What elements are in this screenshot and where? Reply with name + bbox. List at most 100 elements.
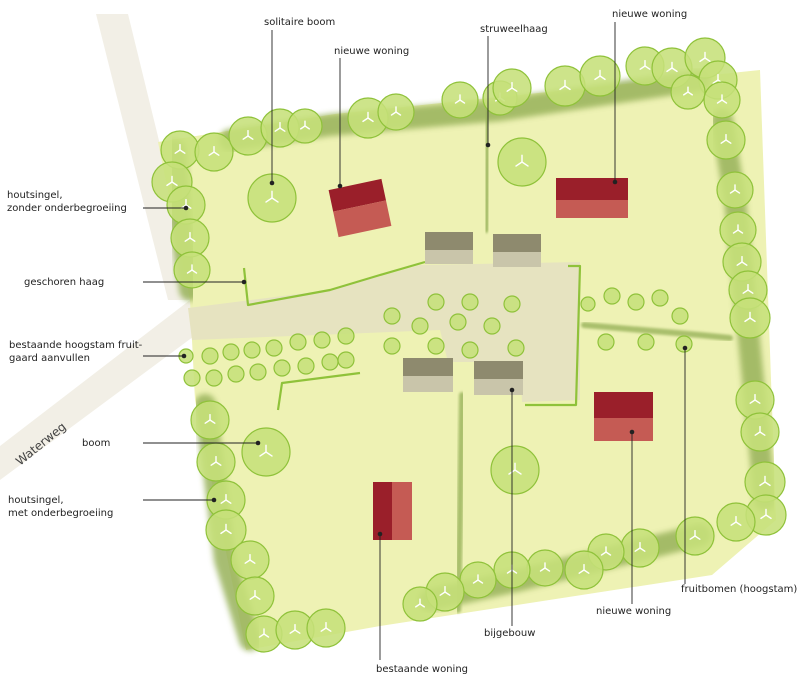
fruit-tree-15 bbox=[337, 351, 355, 369]
fruit-tree-9 bbox=[205, 369, 223, 387]
dot-fruitbomen bbox=[682, 345, 688, 351]
label-houtsingel-met-line2: met onderbegroeiing bbox=[8, 508, 113, 519]
fruit-tree-22 bbox=[483, 317, 501, 335]
dot-hoogstam bbox=[181, 353, 187, 359]
fruit-tree-29 bbox=[627, 293, 645, 311]
annex-south-right bbox=[474, 361, 523, 395]
fruit-tree-33 bbox=[637, 333, 655, 351]
tree-52 bbox=[497, 137, 547, 187]
dot-houtsingel-met bbox=[211, 497, 217, 503]
trees-layer bbox=[151, 37, 787, 653]
dot-struweelhaag bbox=[485, 142, 491, 148]
leader-lines bbox=[143, 22, 686, 660]
tree-5 bbox=[194, 132, 234, 172]
tree-20 bbox=[670, 74, 706, 110]
tree-45 bbox=[205, 509, 247, 551]
label-bestaande-woning: bestaande woning bbox=[376, 664, 468, 675]
tree-54 bbox=[241, 427, 291, 477]
fruit-tree-23 bbox=[383, 337, 401, 355]
tree-10 bbox=[377, 93, 415, 131]
leader-dots bbox=[181, 142, 688, 537]
fruit-tree-1 bbox=[201, 347, 219, 365]
tree-0 bbox=[160, 130, 200, 170]
tree-36 bbox=[564, 550, 604, 590]
fruit-tree-3 bbox=[243, 341, 261, 359]
label-bijgebouw: bijgebouw bbox=[484, 628, 535, 639]
new-house-east bbox=[594, 392, 653, 441]
fruit-tree-4 bbox=[265, 339, 283, 357]
dot-nieuwe-woning-3 bbox=[629, 429, 635, 435]
annex-north-right bbox=[493, 234, 541, 267]
fruit-tree-14 bbox=[321, 353, 339, 371]
label-boom: boom bbox=[82, 438, 110, 449]
tree-22 bbox=[706, 120, 746, 160]
tree-34 bbox=[620, 528, 660, 568]
annex-north-left bbox=[425, 232, 473, 264]
label-solitaire-boom: solitaire boom bbox=[264, 17, 335, 28]
fruit-tree-6 bbox=[313, 331, 331, 349]
trimmed-hedge-east bbox=[525, 264, 582, 407]
label-nieuwe-woning-3: nieuwe woning bbox=[596, 606, 671, 617]
fruit-tree-7 bbox=[337, 327, 355, 345]
buildings bbox=[328, 178, 653, 540]
existing-house bbox=[373, 482, 412, 540]
fruit-tree-11 bbox=[249, 363, 267, 381]
new-house-northeast bbox=[556, 178, 628, 218]
fruit-tree-32 bbox=[597, 333, 615, 351]
tree-24 bbox=[719, 211, 757, 249]
tree-8 bbox=[287, 108, 323, 144]
labels: solitaire boom nieuwe woning struweelhaa… bbox=[7, 9, 797, 675]
fruit-tree-12 bbox=[273, 359, 291, 377]
label-fruitbomen: fruitbomen (hoogstam) bbox=[681, 584, 797, 595]
tree-27 bbox=[729, 297, 771, 339]
tree-43 bbox=[196, 442, 236, 482]
tree-2 bbox=[166, 185, 206, 225]
tree-37 bbox=[526, 549, 564, 587]
fruit-tree-2 bbox=[222, 343, 240, 361]
tree-15 bbox=[579, 55, 621, 97]
fruit-tree-24 bbox=[427, 337, 445, 355]
label-nieuwe-woning-2: nieuwe woning bbox=[612, 9, 687, 20]
tree-32 bbox=[716, 502, 756, 542]
fruit-tree-21 bbox=[449, 313, 467, 331]
geschoren-haag-line bbox=[242, 260, 426, 307]
dot-bestaande-woning bbox=[377, 531, 383, 537]
tree-11 bbox=[441, 81, 479, 119]
dot-geschoren-haag bbox=[241, 279, 247, 285]
fruit-tree-16 bbox=[427, 293, 445, 311]
label-houtsingel-zonder-line1: houtsingel, bbox=[7, 190, 63, 201]
dot-nieuwe-woning-2 bbox=[612, 179, 618, 185]
label-struweelhaag: struweelhaag bbox=[480, 24, 548, 35]
trimmed-hedge-south bbox=[276, 371, 361, 411]
fruit-tree-26 bbox=[507, 339, 525, 357]
tree-41 bbox=[402, 586, 438, 622]
fruit-tree-30 bbox=[651, 289, 669, 307]
fruit-tree-31 bbox=[671, 307, 689, 325]
fruit-tree-19 bbox=[383, 307, 401, 325]
tree-21 bbox=[703, 81, 741, 119]
dot-solitaire-boom bbox=[269, 180, 275, 186]
fruit-tree-18 bbox=[503, 295, 521, 313]
fruit-tree-13 bbox=[297, 357, 315, 375]
fruit-tree-20 bbox=[411, 317, 429, 335]
trimmed-hedges bbox=[242, 260, 582, 411]
tree-42 bbox=[190, 400, 230, 440]
fruit-tree-8 bbox=[183, 369, 201, 387]
waterweg-road bbox=[0, 300, 205, 480]
fruit-tree-17 bbox=[461, 293, 479, 311]
annex-south-left bbox=[403, 358, 453, 392]
tree-39 bbox=[459, 561, 497, 599]
new-house-northwest bbox=[328, 178, 392, 238]
label-nieuwe-woning-1: nieuwe woning bbox=[334, 46, 409, 57]
tree-29 bbox=[740, 412, 780, 452]
label-houtsingel-zonder-line2: zonder onderbegroeiing bbox=[7, 203, 127, 214]
fruit-tree-25 bbox=[461, 341, 479, 359]
hedge-fruitrow bbox=[581, 322, 733, 341]
tree-51 bbox=[247, 173, 297, 223]
tree-3 bbox=[170, 218, 210, 258]
label-geschoren-haag: geschoren haag bbox=[24, 277, 104, 288]
dot-boom bbox=[255, 440, 261, 446]
tree-46 bbox=[230, 540, 270, 580]
tree-48 bbox=[245, 615, 283, 653]
